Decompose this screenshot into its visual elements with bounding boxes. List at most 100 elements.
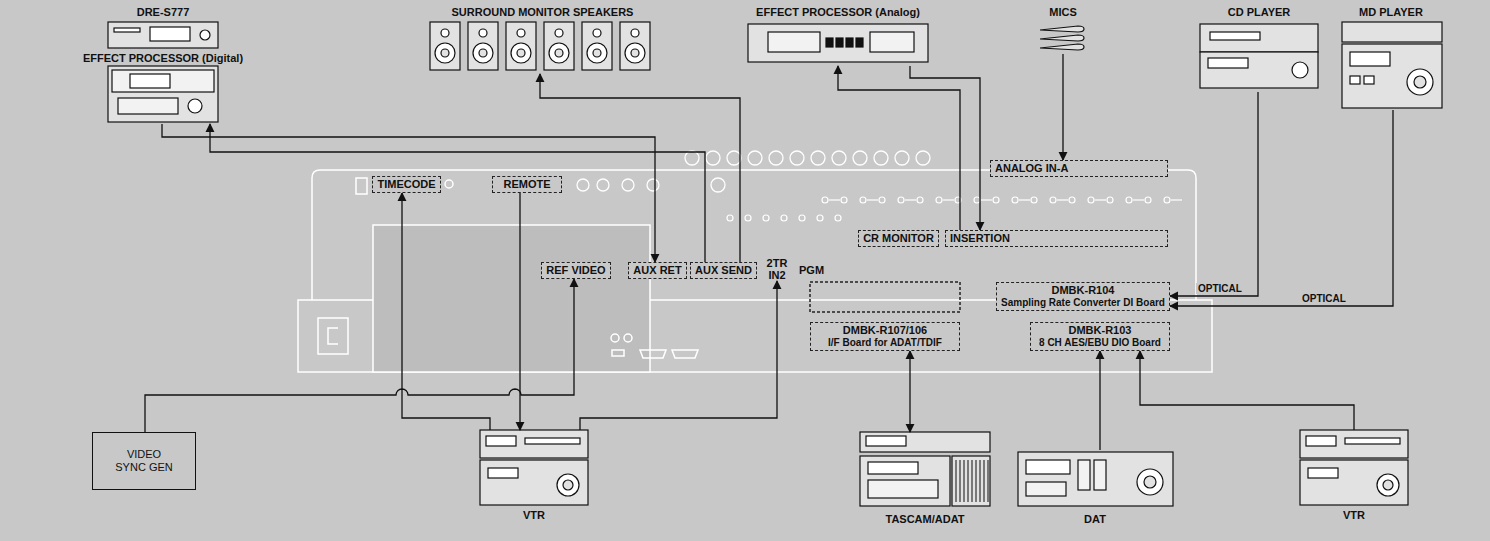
phone-jacks: [993, 197, 999, 203]
speaker-units: [587, 43, 607, 63]
phone-jacks: [1069, 197, 1075, 203]
console-outline: [445, 180, 453, 188]
speaker-units: [631, 29, 639, 37]
port-box: ANALOG IN-A: [990, 160, 1168, 177]
cooling-fins: [956, 460, 988, 502]
devices: [1200, 24, 1318, 52]
xlr-connectors: [706, 151, 720, 165]
devices: [1350, 76, 1360, 84]
device-label: SURROUND MONITOR SPEAKERS: [425, 6, 660, 74]
xlr-connectors: [874, 151, 888, 165]
devices: [114, 28, 140, 32]
speaker-units: [582, 22, 612, 70]
devices: [748, 24, 928, 62]
speaker-units: [479, 49, 487, 57]
devices: [856, 38, 863, 47]
port-box: REMOTE: [492, 176, 562, 193]
devices: [525, 438, 580, 444]
port-box: AUX SEND: [690, 262, 757, 279]
devices: [557, 474, 579, 496]
devices: [1345, 438, 1400, 444]
phone-jacks: [1133, 199, 1144, 200]
phone-jacks: [1126, 197, 1132, 203]
remote-connectors: [622, 179, 634, 191]
phone-jacks: [835, 215, 841, 221]
node-label: CD PLAYER: [1228, 6, 1291, 19]
devices: [1078, 460, 1090, 490]
devices: [563, 480, 573, 490]
phone-jacks: [745, 215, 751, 221]
phone-jacks: [898, 197, 904, 203]
devices: [488, 468, 518, 478]
phone-jacks: [1031, 197, 1037, 203]
console-outline: [611, 334, 619, 342]
signal-connector: [1062, 54, 1063, 160]
devices: [1026, 482, 1066, 496]
devices: [768, 32, 820, 52]
phone-jacks: [817, 215, 823, 221]
device-label: EFFECT PROCESSOR (Analog): [745, 6, 931, 66]
cooling-fins: [988, 460, 989, 502]
signal-connector: [1099, 351, 1100, 450]
devices: [1210, 32, 1260, 40]
devices: [480, 460, 588, 505]
devices: [130, 74, 170, 88]
node-label: EFFECT PROCESSOR (Digital): [83, 52, 243, 65]
devices: [1300, 430, 1408, 458]
remote-connectors: [577, 179, 589, 191]
console-outline: [612, 350, 624, 356]
xlr-connectors: [895, 151, 909, 165]
speaker-units: [555, 29, 563, 37]
devices: [1018, 452, 1173, 506]
speaker-units: [435, 43, 455, 63]
devices: [188, 99, 202, 113]
board-box: DMBK-R104Sampling Rate Converter DI Boar…: [996, 282, 1170, 311]
devices: [112, 70, 214, 92]
device-label: DAT: [1016, 450, 1174, 526]
speaker-units: [517, 29, 525, 37]
devices: [1306, 436, 1336, 446]
board-description: 8 CH AES/EBU DIO Board: [1035, 337, 1165, 349]
node-label: ANALOG IN-A: [995, 162, 1163, 175]
phone-jacks: [781, 215, 787, 221]
speaker-units: [468, 22, 498, 70]
xlr-connectors: [916, 151, 930, 165]
phone-jacks: [841, 197, 847, 203]
device-label: EFFECT PROCESSOR (Digital): [81, 52, 245, 124]
node-label: 2TR IN2: [762, 257, 792, 281]
devices: [480, 430, 588, 458]
node-label: AUX RET: [633, 264, 682, 277]
devices: [1342, 22, 1442, 42]
signal-connector: [145, 279, 574, 432]
connection-label: OPTICAL: [1196, 283, 1244, 294]
speaker-units: [430, 22, 650, 70]
signal-connector: [910, 66, 980, 230]
console-outline: [624, 334, 632, 342]
phone-jacks: [1145, 197, 1151, 203]
devices: [836, 38, 843, 47]
devices: [860, 456, 950, 506]
node-label: REMOTE: [497, 178, 557, 191]
speaker-units: [593, 49, 601, 57]
node-label: DMBK-R107/106: [815, 324, 955, 337]
devices: [486, 436, 516, 446]
port-box: INSERTION: [945, 230, 1168, 247]
xlr-connectors: [769, 151, 783, 165]
cooling-fins: [984, 460, 985, 502]
signal-connector: [580, 281, 777, 430]
xlr-connectors: [853, 151, 867, 165]
node-label: AUX SEND: [695, 264, 752, 277]
devices: [150, 27, 190, 41]
cooling-fins: [964, 460, 965, 502]
speaker-units: [549, 43, 569, 63]
console-outline: [356, 178, 367, 194]
phone-jacks: [799, 215, 805, 221]
devices: [868, 480, 938, 498]
signal-connector: [210, 124, 705, 262]
node-label: TIMECODE: [377, 178, 436, 191]
devices: [1377, 474, 1399, 496]
phone-jacks: [727, 197, 1182, 221]
signal-connector: [838, 66, 960, 230]
node-label: SURROUND MONITOR SPEAKERS: [452, 6, 634, 19]
microphones: [1040, 26, 1084, 50]
